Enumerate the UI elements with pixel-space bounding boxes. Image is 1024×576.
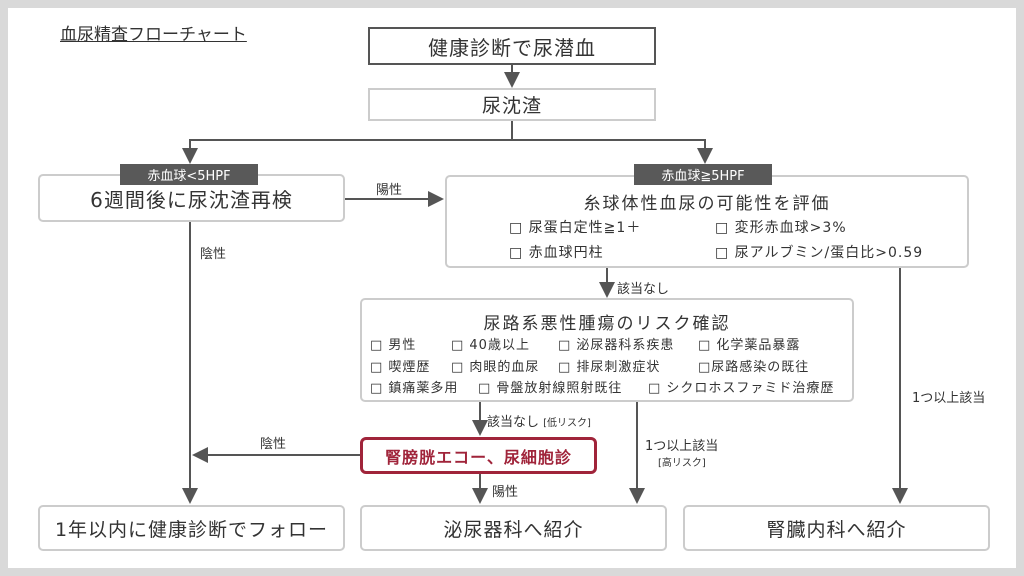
glom-item: □ 赤血球円柱	[509, 245, 604, 261]
risk-item: □ 男性	[370, 338, 417, 353]
label-one-or-more2: 1つ以上該当	[645, 439, 719, 454]
label-none-low: 該当なし [低リスク]	[487, 411, 591, 430]
glom-item: □ 変形赤血球>3%	[715, 220, 847, 236]
outcome-urology: 泌尿器科へ紹介	[360, 505, 667, 551]
label-negative: 陰性	[200, 247, 227, 262]
label-high-risk: [高リスク]	[658, 458, 706, 469]
arrow-to-high	[512, 139, 713, 164]
recheck-box: 6週間後に尿沈渣再検	[38, 174, 345, 222]
risk-item: □ 骨盤放射線照射既往	[478, 381, 623, 396]
sediment-box: 尿沈渣	[368, 88, 656, 121]
risk-item: □ 喫煙歴	[370, 360, 431, 375]
outcome-nephrology: 腎臓内科へ紹介	[683, 505, 990, 551]
glom-item: □ 尿アルブミン/蛋白比>0.59	[715, 245, 924, 261]
glomerular-title: 糸球体性血尿の可能性を評価	[583, 194, 831, 214]
chart-title: 血尿精査フローチャート	[60, 25, 247, 45]
glom-item: □ 尿蛋白定性≧1＋	[509, 220, 642, 236]
label-low-risk: [低リスク]	[543, 418, 591, 429]
risk-item: □尿路感染の既往	[698, 360, 810, 375]
tag-high-rbc: 赤血球≧5HPF	[634, 164, 772, 185]
risk-item: □ 化学薬品暴露	[698, 338, 801, 353]
risk-item: □ 鎮痛薬多用	[370, 381, 459, 396]
label-one-or-more: 1つ以上該当	[912, 391, 986, 406]
arrow-to-low	[182, 120, 513, 164]
risk-item: □ 肉眼的血尿	[451, 360, 540, 375]
echo-cytology-box: 腎膀胱エコー、尿細胞診	[360, 437, 597, 474]
label-positive: 陽性	[376, 183, 403, 198]
risk-item: □ 40歳以上	[451, 338, 530, 353]
label-none: 該当なし	[617, 282, 670, 297]
tag-low-rbc: 赤血球<5HPF	[120, 164, 258, 185]
risk-title: 尿路系悪性腫瘍のリスク確認	[483, 314, 731, 334]
glomerular-box: 糸球体性血尿の可能性を評価 □ 尿蛋白定性≧1＋ □ 変形赤血球>3% □ 赤血…	[445, 175, 969, 268]
start-box: 健康診断で尿潜血	[368, 27, 656, 65]
label-negative2: 陰性	[260, 437, 287, 452]
outcome-followup: 1年以内に健康診断でフォロー	[38, 505, 345, 551]
risk-item: □ 排尿刺激症状	[558, 360, 661, 375]
label-positive2: 陽性	[492, 485, 519, 500]
label-none2: 該当なし	[487, 415, 540, 430]
risk-item: □ シクロホスファミド治療歴	[648, 381, 835, 396]
risk-box: 尿路系悪性腫瘍のリスク確認 □ 男性 □ 40歳以上 □ 泌尿器科系疾患 □ 化…	[360, 298, 854, 402]
risk-item: □ 泌尿器科系疾患	[558, 338, 675, 353]
